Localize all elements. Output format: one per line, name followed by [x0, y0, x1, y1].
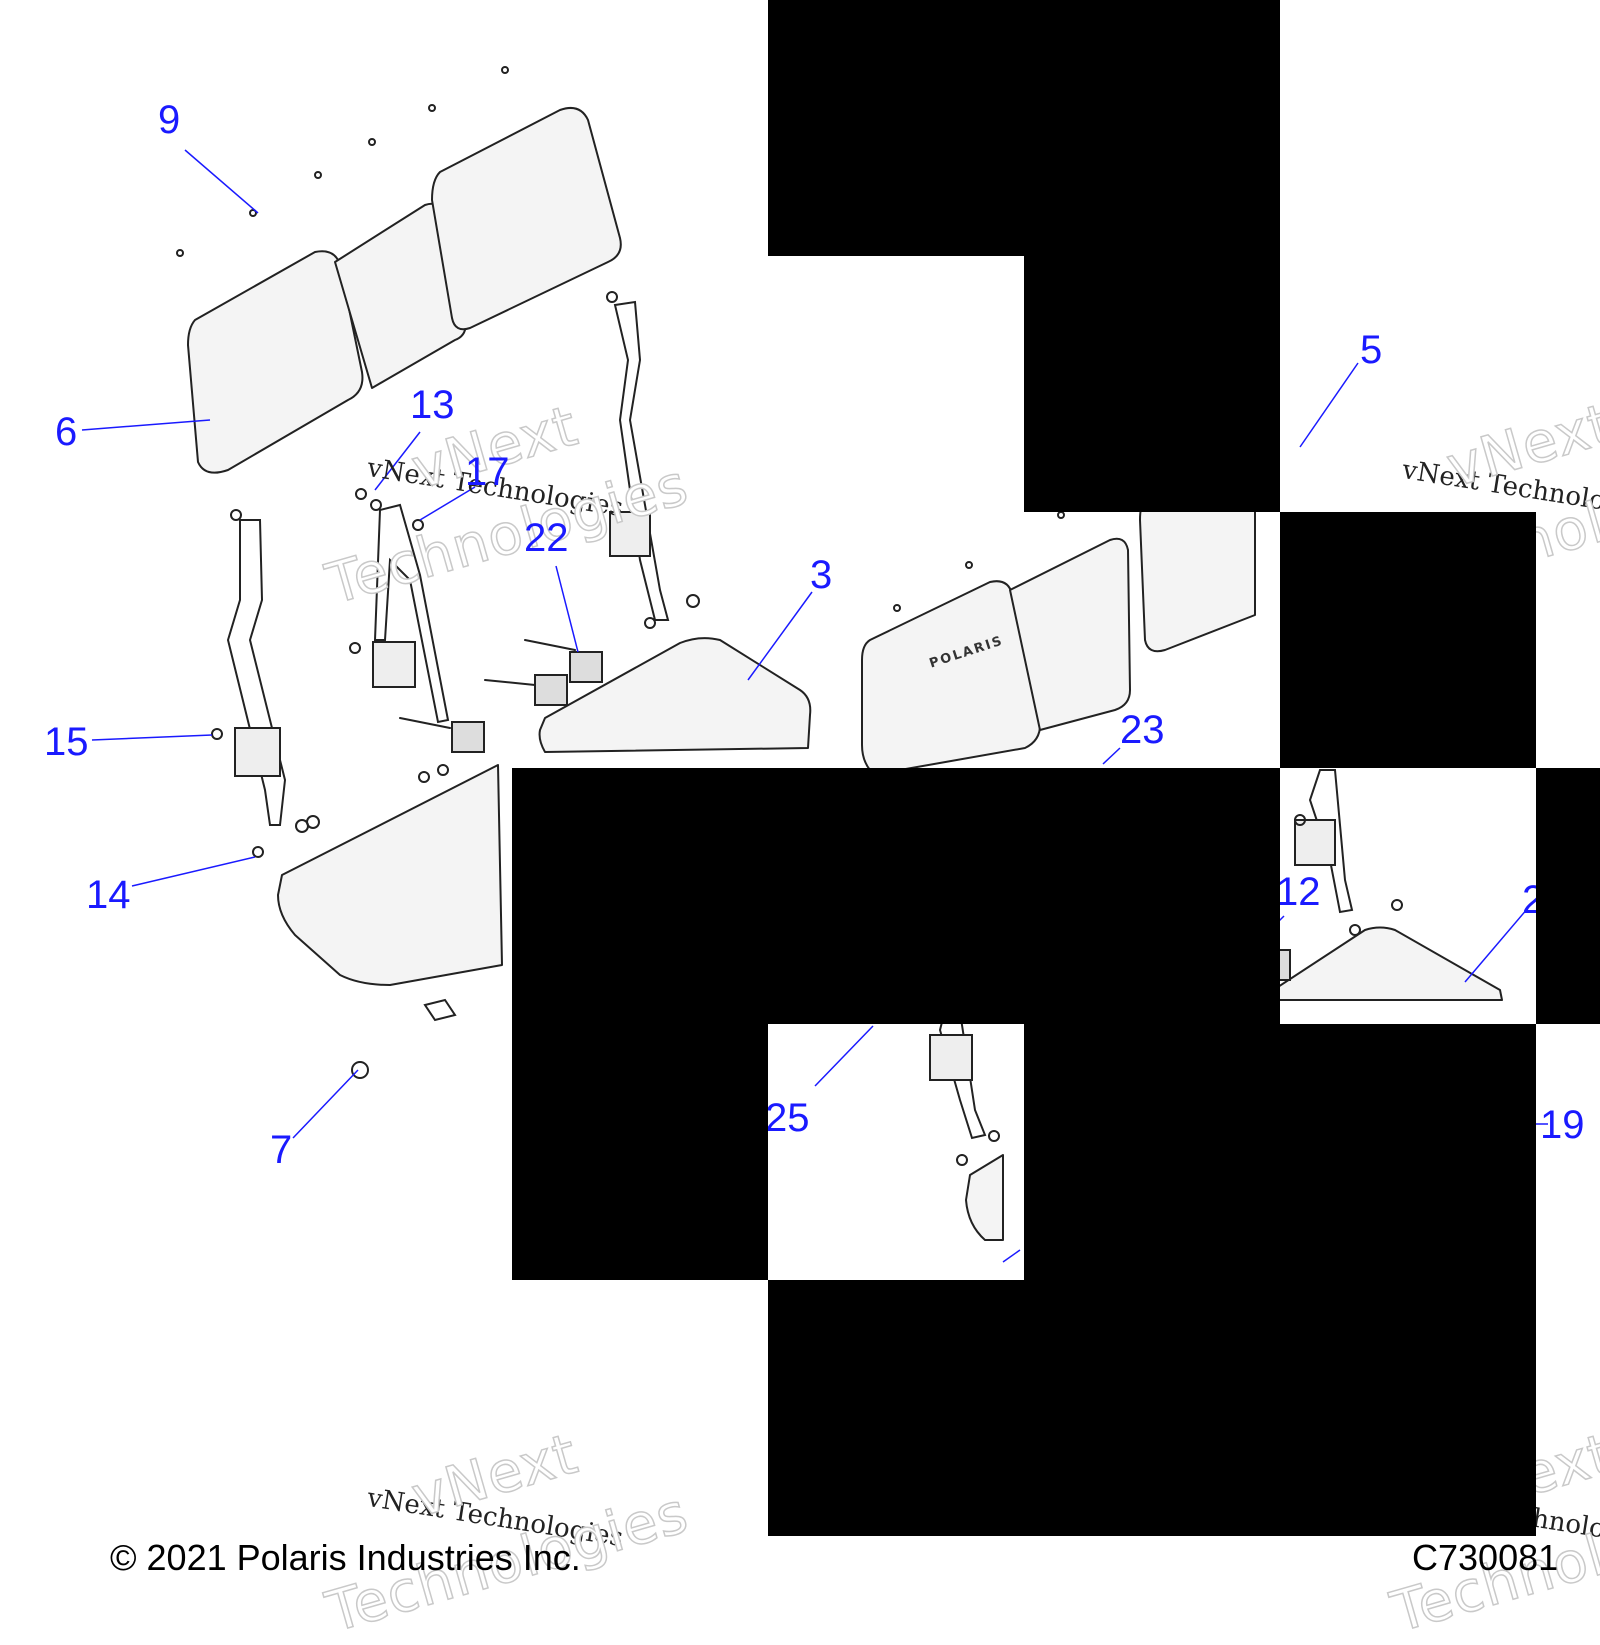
seat-back-right: [431, 107, 622, 331]
parts-diagram: POLARIS vNext Technologies vNext Technol…: [44, 0, 1600, 1645]
callout-25: 25: [765, 1096, 810, 1140]
seat-back-left: [187, 250, 364, 474]
redaction-block: [1024, 256, 1280, 512]
seat-cushion-3: [538, 637, 812, 753]
redaction-block: [512, 768, 1280, 1024]
callout-6: 6: [55, 410, 78, 454]
callout-7: 7: [270, 1128, 293, 1172]
redaction-block: [768, 0, 1280, 256]
figure-id: C730081: [1412, 1537, 1559, 1578]
callout-23: 23: [1120, 708, 1165, 752]
seat-back-right-bench-center: [1009, 537, 1131, 731]
callout-14: 14: [86, 873, 131, 917]
copyright-notice: © 2021 Polaris Industries Inc.: [110, 1537, 581, 1578]
redaction-block: [768, 1280, 1536, 1536]
seat-back-right-bench: [861, 580, 1042, 771]
callout-22: 22: [524, 516, 569, 560]
seat-cushion-2: [1257, 926, 1503, 1001]
callout-17: 17: [465, 450, 510, 494]
redaction-block: [512, 1024, 768, 1280]
callout-5: 5: [1360, 328, 1383, 372]
callout-9: 9: [158, 98, 181, 142]
callout-3: 3: [810, 553, 833, 597]
seat-cushion-partial: [965, 1154, 1004, 1241]
callout-13: 13: [410, 383, 455, 427]
redaction-block: [1280, 512, 1536, 768]
seat-cushion-lower: [277, 764, 503, 986]
callout-12: 12: [1276, 870, 1321, 914]
redaction-block: [1536, 768, 1600, 1024]
redaction-block: [1024, 1024, 1536, 1280]
callout-15: 15: [44, 720, 89, 764]
callout-19: 19: [1540, 1103, 1585, 1147]
